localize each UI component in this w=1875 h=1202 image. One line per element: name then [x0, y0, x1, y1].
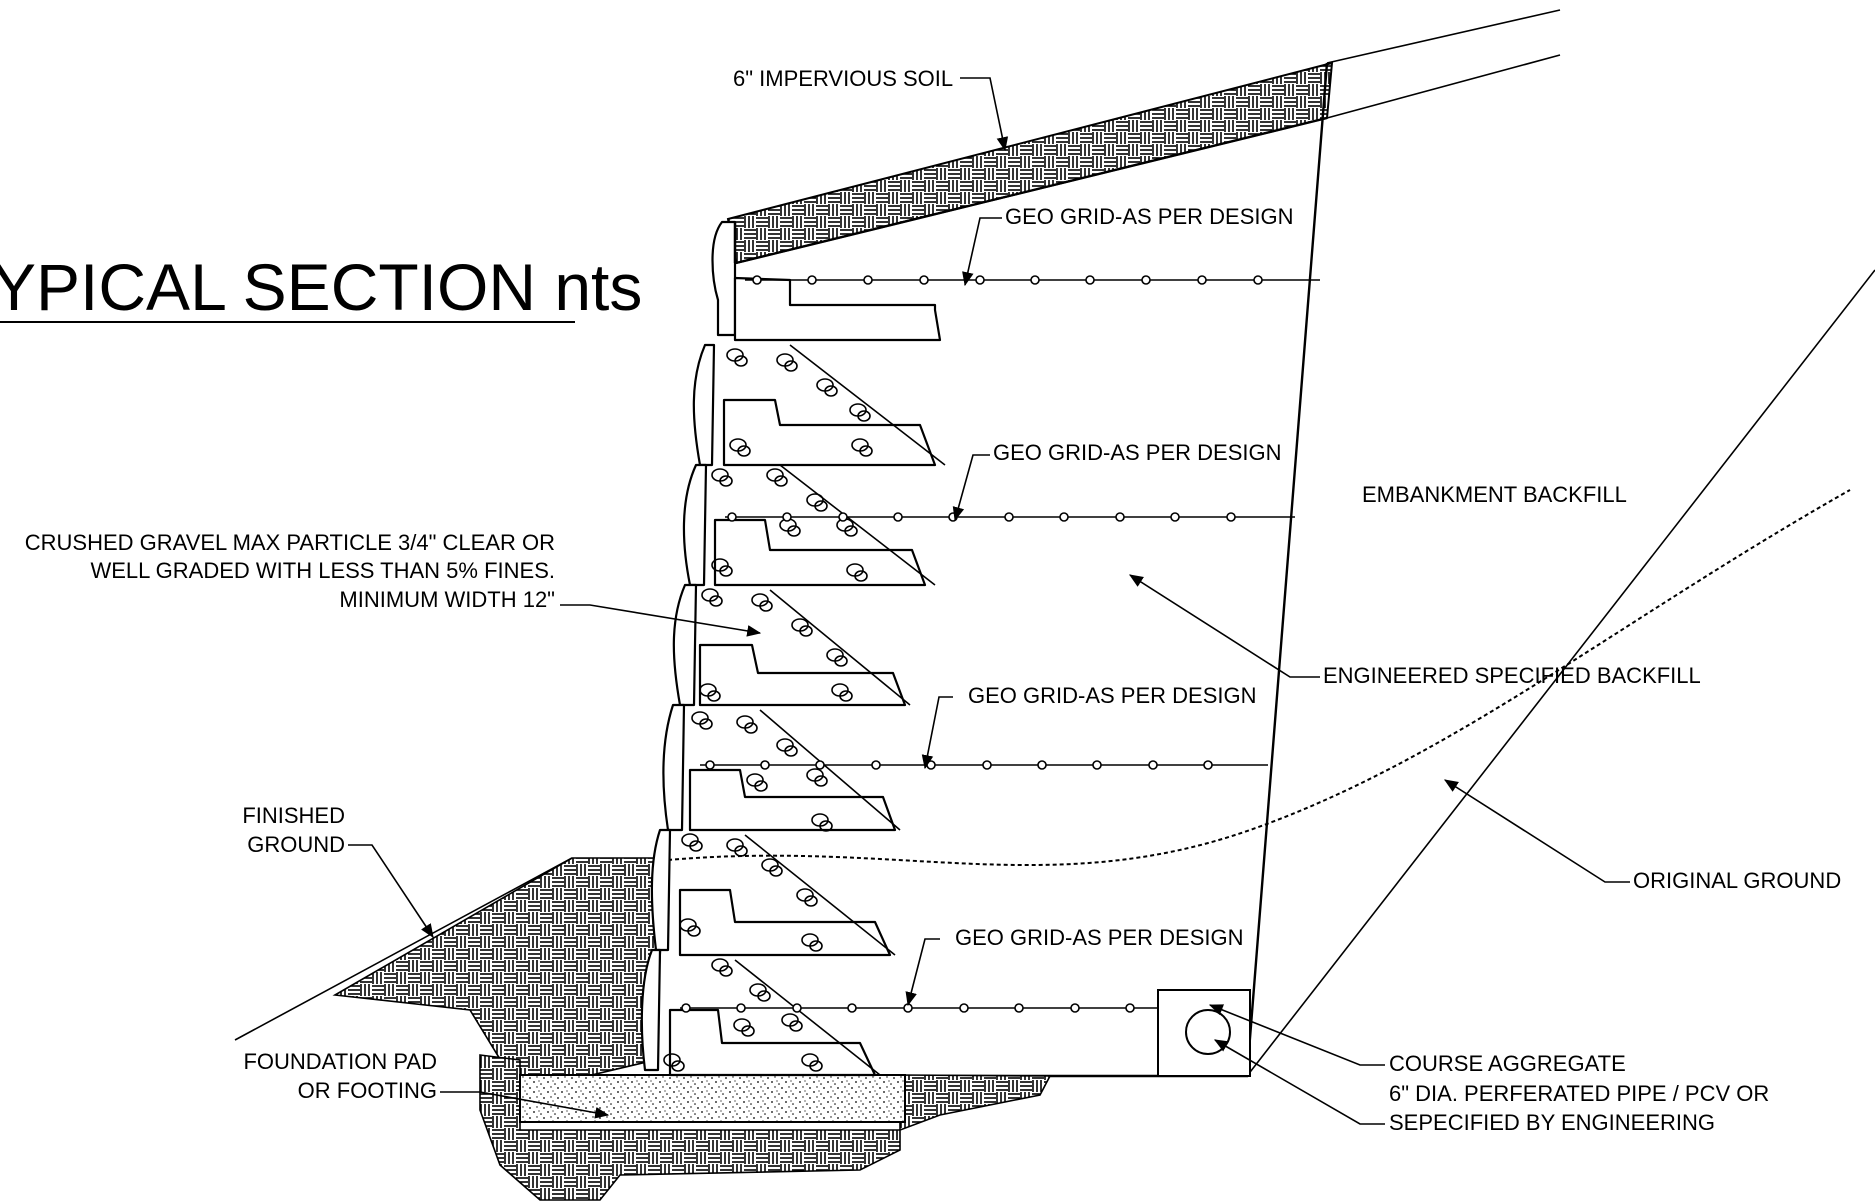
course-aggregate-label: COURSE AGGREGATE — [1389, 1051, 1626, 1076]
engineered-backfill-label: ENGINEERED SPECIFIED BACKFILL — [1323, 663, 1701, 688]
leader-lines — [348, 77, 1630, 1125]
foundation-soil — [479, 1054, 1052, 1201]
foundation-label-line1: FOUNDATION PAD — [243, 1049, 437, 1074]
excavation-cut-line — [1246, 269, 1875, 1077]
wall-facing-blocks — [640, 220, 737, 1072]
original-ground-line — [667, 489, 1851, 867]
original-ground-label: ORIGINAL GROUND — [1633, 868, 1841, 893]
gravel-drainage-zone — [734, 344, 946, 1076]
geogrid-layer-4 — [680, 1003, 1191, 1013]
drain-pipe-assembly — [1157, 989, 1251, 1077]
upper-slope-lines — [1326, 9, 1561, 119]
title-text: YPICAL SECTION nts — [0, 250, 642, 324]
finished-ground-label-line2: GROUND — [247, 832, 345, 857]
geogrid-label-2: GEO GRID-AS PER DESIGN — [993, 440, 1282, 465]
foundation-pad — [519, 1074, 906, 1123]
geogrid-label-1: GEO GRID-AS PER DESIGN — [1005, 204, 1294, 229]
crushed-gravel-label-line3: MINIMUM WIDTH 12" — [339, 587, 555, 612]
annotations: 6" IMPERVIOUS SOIL GEO GRID-AS PER DESIG… — [25, 66, 1841, 1135]
block-tails — [668, 276, 942, 1077]
gravel-stones — [663, 348, 873, 1072]
embankment-backfill-label: EMBANKMENT BACKFILL — [1362, 482, 1627, 507]
pipe-label-line2: SEPECIFIED BY ENGINEERING — [1389, 1110, 1715, 1135]
crushed-gravel-label-line2: WELL GRADED WITH LESS THAN 5% FINES. — [90, 558, 555, 583]
geogrid-layer-1 — [745, 275, 1320, 285]
finished-ground-label-line1: FINISHED — [242, 803, 345, 828]
section-title: YPICAL SECTION nts — [0, 250, 642, 324]
geogrid-layers — [680, 275, 1320, 1013]
geogrid-label-3: GEO GRID-AS PER DESIGN — [968, 683, 1257, 708]
impervious-soil-cap — [726, 61, 1334, 265]
geogrid-layer-2 — [725, 512, 1295, 522]
perforated-pipe — [1185, 1009, 1231, 1055]
pipe-label-line1: 6" DIA. PERFERATED PIPE / PCV OR — [1389, 1081, 1769, 1106]
crushed-gravel-label-line1: CRUSHED GRAVEL MAX PARTICLE 3/4" CLEAR O… — [25, 530, 555, 555]
geogrid-layer-3 — [700, 760, 1268, 770]
geogrid-label-4: GEO GRID-AS PER DESIGN — [955, 925, 1244, 950]
impervious-soil-label: 6" IMPERVIOUS SOIL — [733, 66, 953, 91]
foundation-label-line2: OR FOOTING — [298, 1078, 437, 1103]
